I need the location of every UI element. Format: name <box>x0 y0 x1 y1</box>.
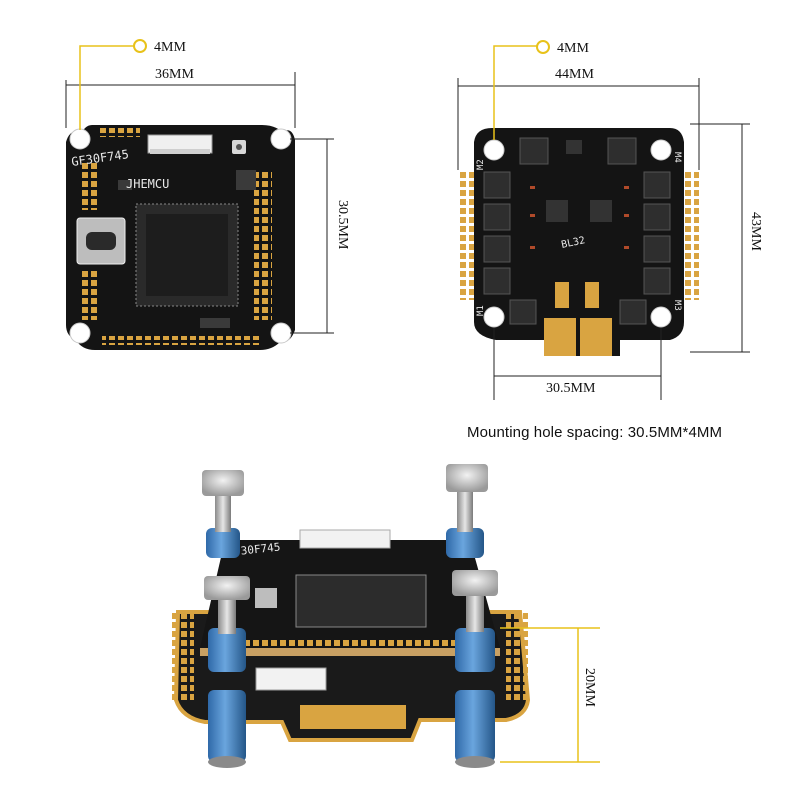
fc-pad-row <box>100 128 140 137</box>
esc-mount-hole <box>650 306 672 328</box>
esc-width-dimension-label: 44MM <box>555 67 594 82</box>
esc-motor-pad-strip <box>681 170 699 300</box>
stack-fc-mcu-chip <box>295 574 427 628</box>
esc-mount-hole <box>483 306 505 328</box>
esc-battery-pad <box>580 318 612 356</box>
esc-motor-label-m1: M1 <box>476 305 486 316</box>
esc-height-dimension-label: 43MM <box>748 212 763 251</box>
esc-motor-label-m3: M3 <box>672 300 682 311</box>
esc-hole-spacing-label: 30.5MM <box>546 381 596 396</box>
esc-motor-label-m4: M4 <box>672 152 682 163</box>
stack-standoff <box>202 470 244 558</box>
fc-pad-row <box>102 336 262 345</box>
esc-battery-pad <box>544 318 576 356</box>
esc-mount-hole <box>650 139 672 161</box>
stack-esc-battery-pads <box>300 705 406 729</box>
fc-pad-column <box>82 160 100 210</box>
esc-motor-pad-strip <box>458 170 476 300</box>
stack-standoff <box>452 570 498 768</box>
fc-hole-marker-icon <box>133 39 147 53</box>
fc-width-dimension-label: 36MM <box>155 67 194 82</box>
fc-hole-dimension-label: 4MM <box>154 40 186 55</box>
esc-board: BL32 M1 M2 M3 M4 <box>458 128 699 356</box>
esc-hole-marker-icon <box>536 40 550 54</box>
esc-board-pcb <box>474 128 684 356</box>
stack-height-dimension <box>500 627 600 763</box>
esc-mount-hole <box>483 139 505 161</box>
mounting-hole-spacing-note: Mounting hole spacing: 30.5MM*4MM <box>467 424 723 441</box>
stack-jst-connector <box>255 667 327 691</box>
fc-silkscreen-brand: JHEMCU <box>126 177 169 191</box>
esc-current-shunt <box>585 282 599 308</box>
esc-dimensions <box>457 45 750 400</box>
fc-mount-hole <box>270 128 292 150</box>
esc-mosfet-array <box>483 137 671 325</box>
fc-dimensions <box>65 45 334 334</box>
stack-esc-motor-pads <box>506 612 528 700</box>
stack-fc-connector <box>299 529 391 549</box>
stack-esc-motor-pads <box>172 612 194 700</box>
fc-esc-stack: GF30F745 <box>172 464 531 768</box>
fc-mount-hole <box>69 322 91 344</box>
esc-current-shunt <box>555 282 569 308</box>
stack-standoff <box>204 576 250 768</box>
fc-pad-column <box>82 270 100 320</box>
esc-motor-label-m2: M2 <box>476 159 486 170</box>
fc-mount-hole <box>270 322 292 344</box>
fc-board: GF30F745 JHEMCU <box>66 125 295 350</box>
esc-silkscreen-chip: BL32 <box>560 235 586 251</box>
fc-height-dimension-label: 30.5MM <box>335 200 350 250</box>
stack-height-dimension-label: 20MM <box>582 668 597 707</box>
fc-mount-hole <box>69 128 91 150</box>
stack-standoff <box>446 464 488 558</box>
esc-hole-dimension-label: 4MM <box>557 41 589 56</box>
stack-silkscreen-model: GF30F745 <box>227 541 281 559</box>
fc-pad-column <box>254 170 272 320</box>
